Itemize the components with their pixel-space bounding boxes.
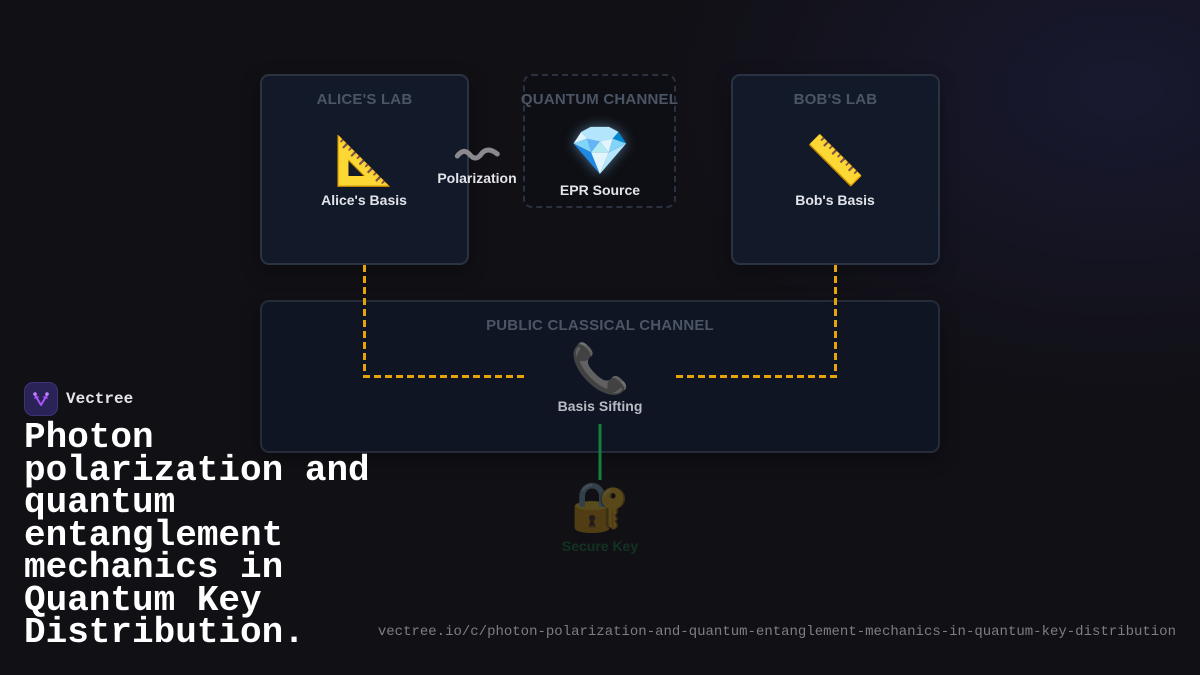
node-bob-basis[interactable]: 📏 Bob's Basis	[795, 134, 875, 208]
page-headline: Photon polarization and quantum entangle…	[24, 417, 370, 653]
basis-sifting-label: Basis Sifting	[557, 398, 643, 414]
alice-basis-label: Alice's Basis	[321, 192, 407, 208]
edge-alice-to-sifting	[363, 265, 525, 378]
straight-ruler-icon: 📏	[805, 135, 865, 188]
alice-lab-title: ALICE'S LAB	[316, 91, 413, 108]
public-channel-title: PUBLIC CLASSICAL CHANNEL	[486, 317, 714, 334]
polarization-label: Polarization	[437, 170, 517, 186]
gem-icon: 💎	[570, 125, 630, 178]
secure-key-label: Secure Key	[561, 538, 639, 554]
edge-bob-to-sifting	[676, 265, 837, 378]
bob-lab-title: BOB'S LAB	[793, 91, 878, 108]
wavy-dash-icon	[454, 147, 500, 161]
node-polarization[interactable]: Polarization	[437, 140, 517, 186]
alice-lab-group: ALICE'S LAB	[260, 74, 469, 265]
node-alice-basis[interactable]: 📐 Alice's Basis	[321, 134, 407, 208]
bob-basis-label: Bob's Basis	[795, 192, 875, 208]
node-basis-sifting[interactable]: 📞 Basis Sifting	[558, 342, 643, 414]
quantum-channel-title: QUANTUM CHANNEL	[520, 91, 679, 108]
node-epr-source[interactable]: 💎 EPR Source	[560, 124, 640, 198]
bob-lab-group: BOB'S LAB	[731, 74, 940, 265]
triangular-ruler-icon: 📐	[334, 135, 394, 188]
brand-name: Vectree	[66, 390, 134, 408]
footer-url[interactable]: vectree.io/c/photon-polarization-and-qua…	[377, 624, 1176, 640]
vectree-logo-icon	[24, 382, 58, 416]
quantum-channel-group: QUANTUM CHANNEL	[521, 74, 678, 208]
node-secure-key[interactable]: 🔐 Secure Key	[562, 480, 638, 554]
locked-with-key-icon: 🔐	[570, 481, 630, 534]
brand: Vectree	[24, 382, 133, 416]
telephone-receiver-icon: 📞	[570, 343, 630, 396]
epr-source-label: EPR Source	[559, 182, 641, 198]
